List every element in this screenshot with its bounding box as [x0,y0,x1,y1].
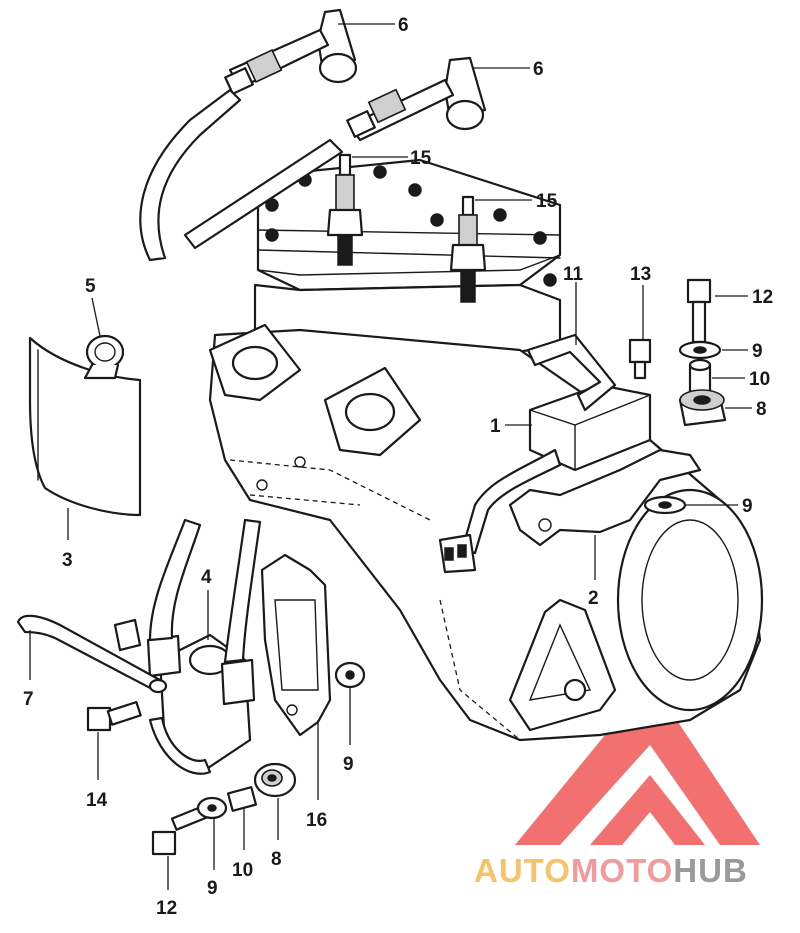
plug-cap-lower [183,56,487,250]
washer-upper-right [678,340,722,360]
callout-11: 11 [563,264,584,285]
washer-lower-right [334,661,366,689]
callout-8a: 8 [756,399,767,420]
washer-on-housing [643,495,687,515]
callout-8b: 8 [271,849,282,870]
protective-cover [28,336,142,517]
wire-clamp [83,334,125,380]
callout-13: 13 [630,264,651,285]
grommet-upper-right [678,389,727,427]
svg-text:AUTOMOTOHUB: AUTOMOTOHUB [474,852,748,889]
coil-mount-plate [260,553,332,737]
callout-10b: 10 [232,860,253,881]
callout-9c: 9 [343,754,354,775]
watermark-moto: MOTO [571,852,673,889]
watermark-auto: AUTO [474,852,571,889]
cdi-bracket [526,333,617,412]
callout-4: 4 [201,567,212,588]
collar-upper-right [688,358,712,395]
callout-14: 14 [86,790,108,811]
callout-7: 7 [23,689,34,710]
callout-10a: 10 [749,369,770,390]
callout-9a: 9 [752,341,763,362]
watermark-hub: HUB [673,852,748,889]
callout-labels: 6 6 15 15 5 3 11 13 12 9 10 8 1 9 2 4 7 … [23,15,773,919]
callout-3: 3 [62,550,73,571]
cdi-unit [438,383,652,574]
leader-lines [29,23,752,890]
callout-5: 5 [85,276,96,297]
callout-2: 2 [588,588,599,609]
collar-lower [226,786,258,812]
spark-plug-right [449,195,487,303]
callout-16: 16 [306,810,327,831]
watermark-text: AUTOMOTOHUB [474,852,748,889]
ignition-coil [113,518,262,775]
callout-12b: 12 [156,898,177,919]
mounting-plate [508,448,702,547]
callout-12a: 12 [752,287,773,308]
washer-lower [196,796,228,820]
callout-15a: 15 [410,148,432,169]
plug-cap-upper [139,8,358,262]
callout-6a: 6 [398,15,409,36]
ground-wire [16,614,168,694]
bolt-upper-right [686,278,712,344]
spark-plug-left [326,153,364,266]
watermark-logo-icon [515,680,760,845]
bolt-left [86,700,142,732]
callout-1: 1 [490,416,501,437]
bolt-short [628,338,652,380]
callout-15b: 15 [536,191,558,212]
grommet-lower [253,762,297,798]
callout-9d: 9 [207,878,218,899]
callout-6b: 6 [533,59,544,80]
callout-9b: 9 [742,496,753,517]
